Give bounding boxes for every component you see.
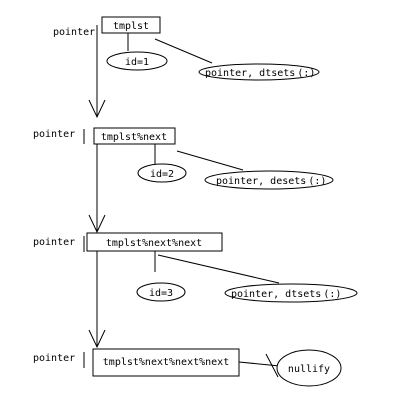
ptr-label-2: pointer, desets(:) [216,176,326,187]
id-ellipse-3 [136,282,186,302]
id-ellipse-1 [106,51,168,71]
node-box-4 [92,348,240,377]
pointer-label-4: pointer [33,353,75,364]
connector-ptr-2 [176,150,244,171]
ptr-ellipse-3 [224,283,358,303]
node-box-label-4: tmplst%next%next%next [103,357,229,368]
node-box-1 [101,16,161,34]
ptr-label-main-3: pointer, dtsets [231,289,321,300]
nullify-label: nullify [288,364,330,375]
node-box-label-3: tmplst%next%next [106,238,202,249]
ptr-ellipse-1 [198,63,320,81]
ptr-label-main-1: pointer, dtsets [205,68,295,79]
id-ellipse-2 [137,163,187,183]
ptr-label-paren-2: (:) [308,176,326,187]
node-box-label-2: tmplst%next [101,132,167,143]
pointer-label-2: pointer [33,129,75,140]
nullify-ellipse [276,349,342,387]
id-label-1: id=1 [125,57,149,68]
nullify-strike [265,353,279,378]
pointer-label-3: pointer [33,237,75,248]
connector-ptr-3 [157,254,280,284]
pointer-label-1: pointer [53,27,95,38]
nullify-connector [238,361,281,367]
ptr-label-main-2: pointer, desets [216,176,306,187]
ptr-ellipse-2 [204,170,334,190]
node-box-2 [93,127,176,145]
ptr-label-paren-1: (:) [297,68,315,79]
arrow-head-1 [88,99,106,119]
arrow-head-2 [88,214,106,234]
ptr-label-1: pointer, dtsets(:) [205,68,315,79]
id-label-3: id=3 [149,288,173,299]
node-box-label-1: tmplst [113,21,149,32]
ptr-label-3: pointer, dtsets(:) [231,289,341,300]
ptr-label-paren-3: (:) [323,289,341,300]
connector-ptr-1 [154,38,213,64]
arrow-head-3 [88,329,106,349]
id-label-2: id=2 [150,169,174,180]
